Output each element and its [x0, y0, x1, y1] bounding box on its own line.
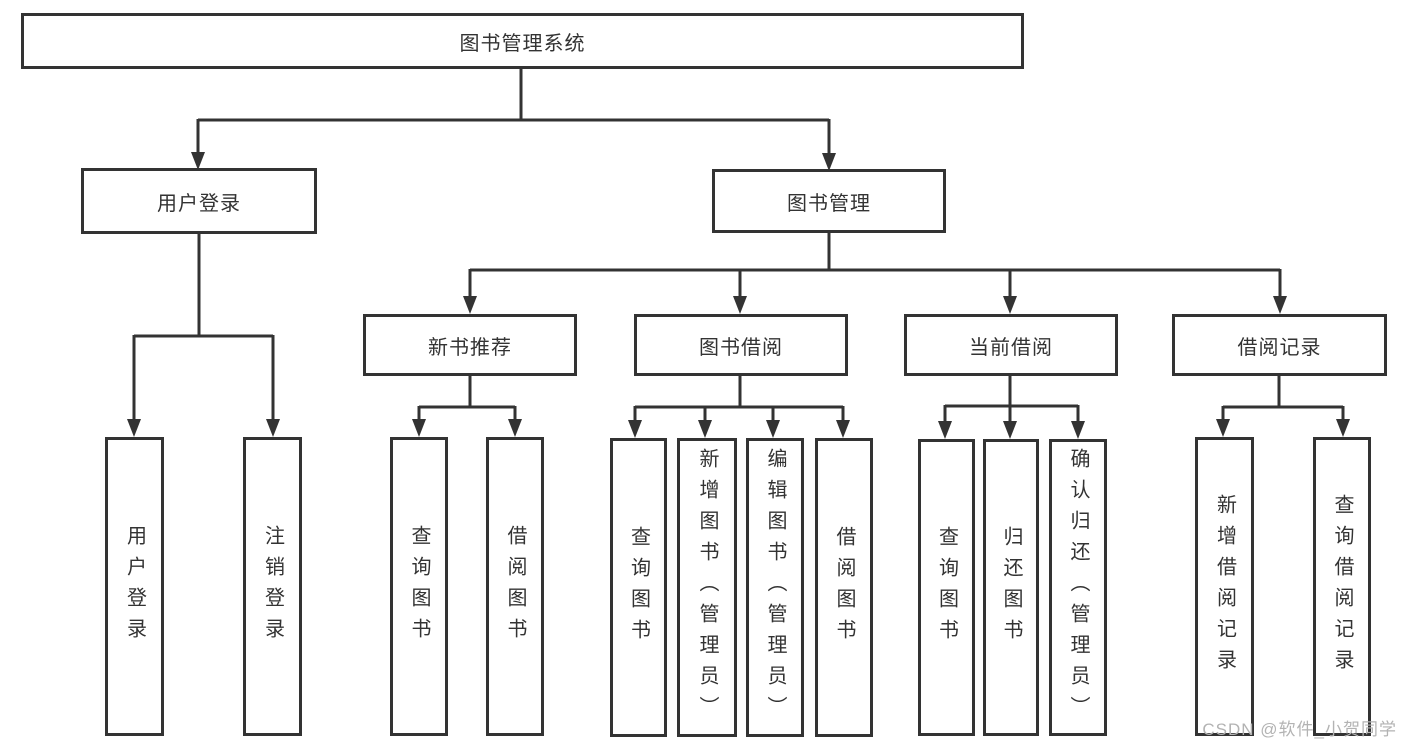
node-user-login-label: 用户登录	[157, 192, 241, 215]
node-current-borrow: 当前借阅	[904, 314, 1118, 376]
leaf-logout: 注销登录	[243, 437, 302, 736]
node-book-management-label: 图书管理	[787, 192, 871, 215]
leaf-bb-borrow-books-label: 借阅图书	[833, 525, 855, 650]
leaf-nb-query-books: 查询图书	[390, 437, 448, 736]
csdn-watermark: CSDN @软件_小贺同学	[1202, 720, 1397, 739]
node-borrow-records-label: 借阅记录	[1237, 336, 1322, 359]
node-book-management: 图书管理	[712, 169, 946, 233]
node-root-library-system: 图书管理系统	[21, 13, 1024, 69]
arrowhead-icons	[127, 152, 1350, 439]
leaf-br-add-record: 新增借阅记录	[1195, 437, 1254, 736]
node-book-borrow: 图书借阅	[634, 314, 848, 376]
leaf-bb-query-books: 查询图书	[610, 438, 667, 737]
node-new-book-recommend: 新书推荐	[363, 314, 577, 376]
leaf-nb-borrow-books-label: 借阅图书	[504, 524, 526, 649]
node-current-borrow-label: 当前借阅	[969, 336, 1053, 359]
leaf-bb-borrow-books: 借阅图书	[815, 438, 873, 737]
node-new-book-recommend-label: 新书推荐	[428, 336, 512, 359]
leaf-bb-edit-books-admin: 编辑图书（管理员）	[746, 438, 804, 737]
leaf-cb-confirm-return-admin: 确认归还（管理员）	[1049, 439, 1107, 736]
leaf-cb-query-books: 查询图书	[918, 439, 975, 736]
leaf-user-login: 用户登录	[105, 437, 164, 736]
leaf-bb-edit-books-admin-label: 编辑图书（管理员）	[764, 448, 786, 727]
leaf-cb-return-books: 归还图书	[983, 439, 1039, 736]
node-book-borrow-label: 图书借阅	[699, 336, 783, 359]
leaf-bb-query-books-label: 查询图书	[627, 525, 650, 650]
node-user-login: 用户登录	[81, 168, 317, 234]
leaf-nb-borrow-books: 借阅图书	[486, 437, 544, 736]
leaf-br-add-record-label: 新增借阅记录	[1213, 493, 1236, 680]
leaf-cb-confirm-return-admin-label: 确认归还（管理员）	[1067, 448, 1089, 727]
leaf-user-login-label: 用户登录	[123, 524, 146, 649]
leaf-br-query-record-label: 查询借阅记录	[1331, 493, 1353, 680]
leaf-cb-return-books-label: 归还图书	[1000, 525, 1022, 650]
leaf-bb-add-books-admin-label: 新增图书（管理员）	[696, 448, 718, 727]
leaf-br-query-record: 查询借阅记录	[1313, 437, 1371, 736]
node-root-label: 图书管理系统	[459, 32, 586, 55]
leaf-bb-add-books-admin: 新增图书（管理员）	[677, 438, 737, 737]
leaf-cb-query-books-label: 查询图书	[935, 525, 958, 650]
node-borrow-records: 借阅记录	[1172, 314, 1387, 376]
leaf-logout-label: 注销登录	[261, 524, 284, 649]
leaf-nb-query-books-label: 查询图书	[408, 524, 430, 649]
